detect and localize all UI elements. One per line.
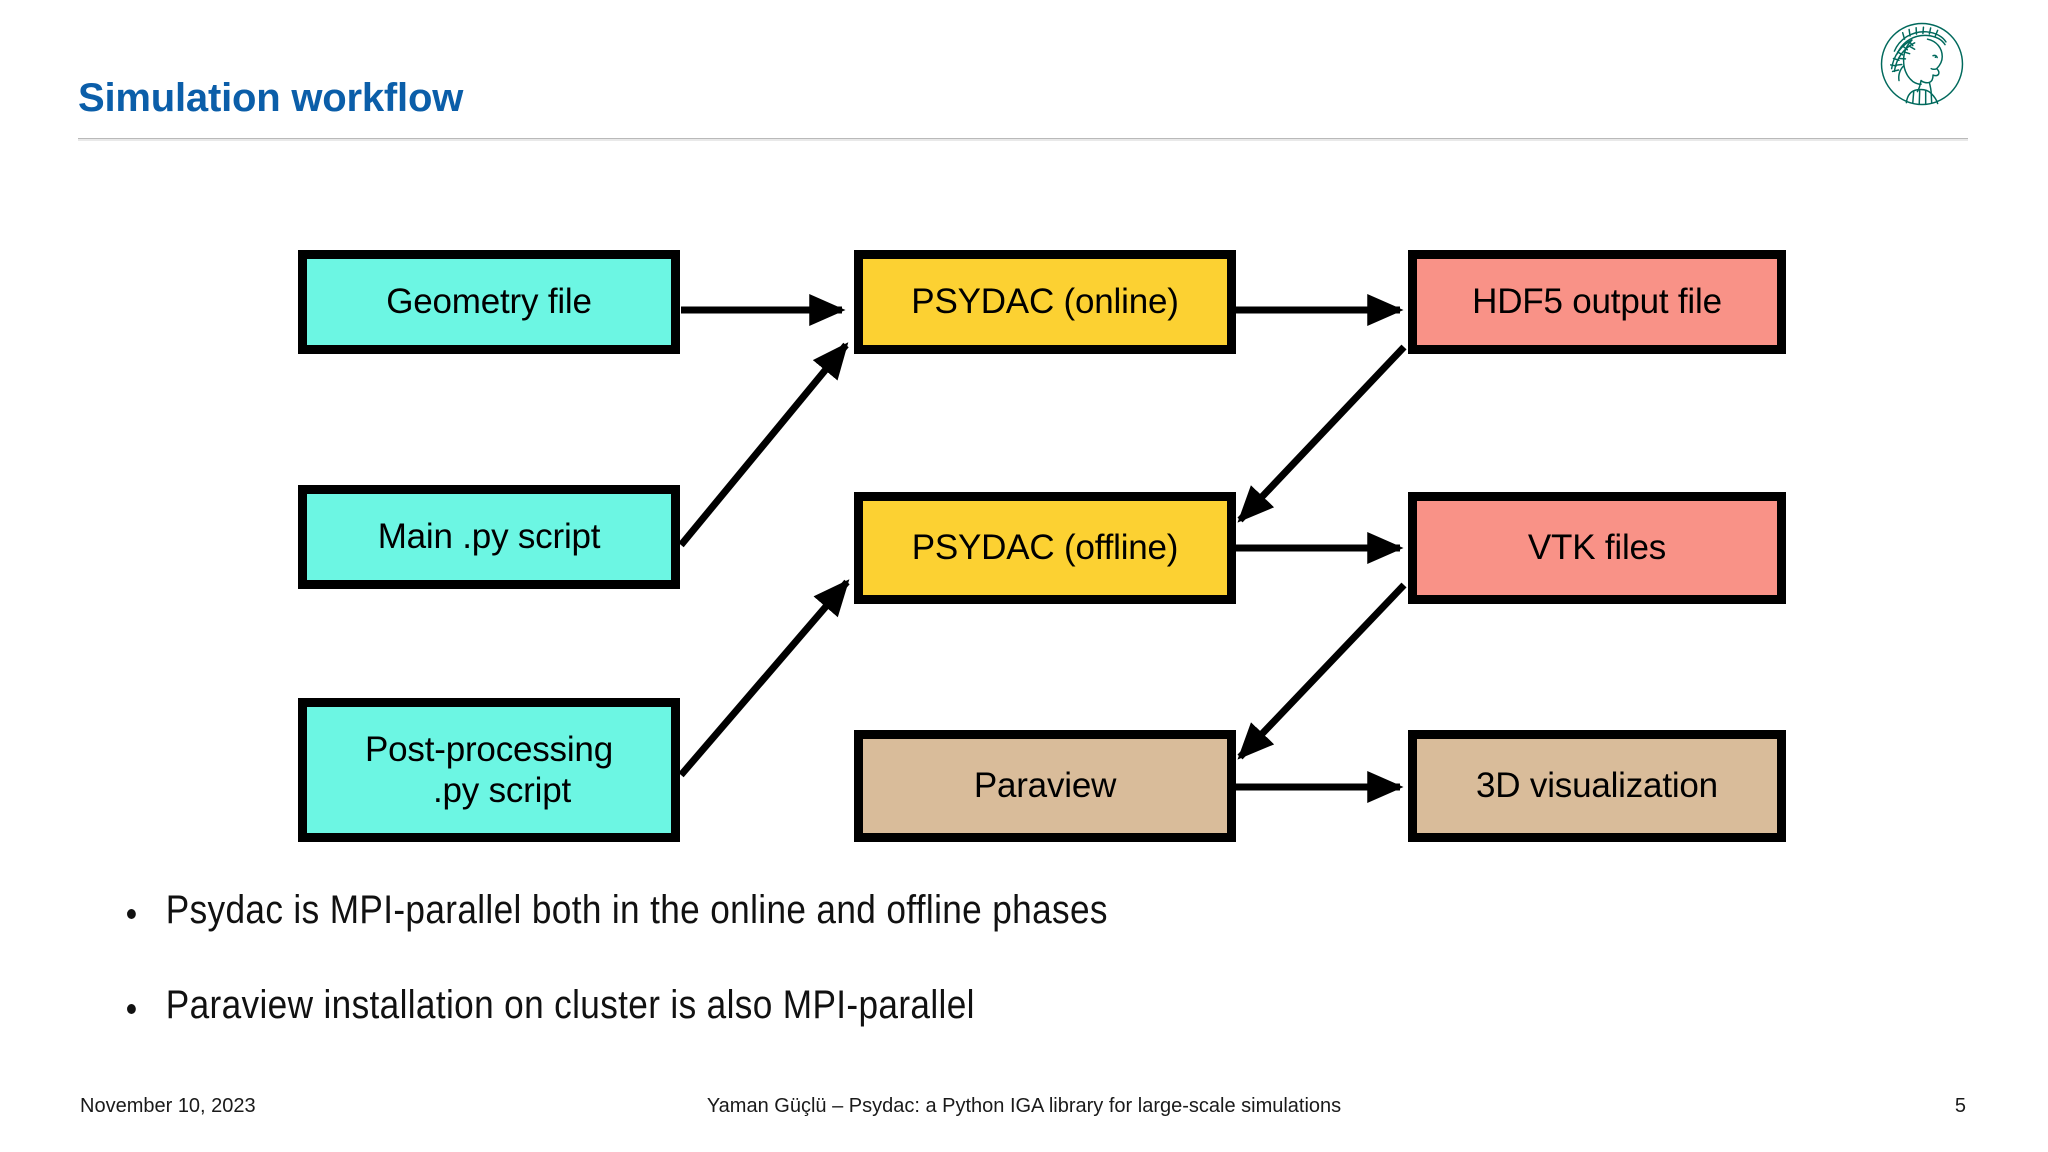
node-label: HDF5 output file — [1472, 282, 1722, 322]
node-post-processing-py-script[interactable]: Post-processing .py script — [298, 698, 680, 842]
title-divider — [78, 138, 1968, 141]
bullet-text: Psydac is MPI-parallel both in the onlin… — [165, 888, 1108, 932]
arrow-vtk-to-paraview — [1237, 582, 1407, 760]
footer-title: Yaman Güçlü – Psydac: a Python IGA libra… — [706, 1095, 1342, 1117]
node-label: VTK files — [1527, 528, 1667, 568]
node-label: Geometry file — [386, 282, 592, 322]
footer-page-number: 5 — [1954, 1095, 1966, 1117]
node-label: Paraview — [973, 766, 1117, 806]
bullet-dot-icon — [127, 908, 136, 919]
node-geometry-file[interactable]: Geometry file — [298, 250, 680, 354]
node-label: 3D visualization — [1476, 766, 1718, 806]
node-label: Post-processing — [365, 729, 613, 769]
node-vtk-files[interactable]: VTK files — [1408, 492, 1786, 604]
node-hdf5-output-file[interactable]: HDF5 output file — [1408, 250, 1786, 354]
node-label: PSYDAC (online) — [911, 282, 1179, 322]
bullet-text: Paraview installation on cluster is also… — [165, 983, 975, 1027]
max-planck-minerva-logo — [1876, 18, 1968, 110]
bullet-dot-icon — [127, 1003, 136, 1014]
footer-date: November 10, 2023 — [80, 1095, 256, 1117]
node-paraview[interactable]: Paraview — [854, 730, 1236, 842]
node-label: Main .py script — [377, 517, 601, 557]
node-label: PSYDAC (offline) — [911, 528, 1179, 568]
bullet-list: Psydac is MPI-parallel both in the onlin… — [120, 888, 1620, 1028]
arrow-postprocessing-to-psydac-offline — [678, 579, 850, 778]
arrow-hdf5-to-psydac-offline — [1237, 344, 1407, 523]
node-psydac-offline[interactable]: PSYDAC (offline) — [854, 492, 1236, 604]
page-title: Simulation workflow — [78, 76, 464, 120]
node-main-py-script[interactable]: Main .py script — [298, 485, 680, 589]
list-item: Psydac is MPI-parallel both in the onlin… — [120, 888, 1440, 933]
list-item: Paraview installation on cluster is also… — [120, 983, 1440, 1028]
arrow-mainpy-to-psydac-online — [678, 342, 849, 548]
node-3d-visualization[interactable]: 3D visualization — [1408, 730, 1786, 842]
node-psydac-online[interactable]: PSYDAC (online) — [854, 250, 1236, 354]
node-label-line2: .py script — [432, 771, 572, 810]
